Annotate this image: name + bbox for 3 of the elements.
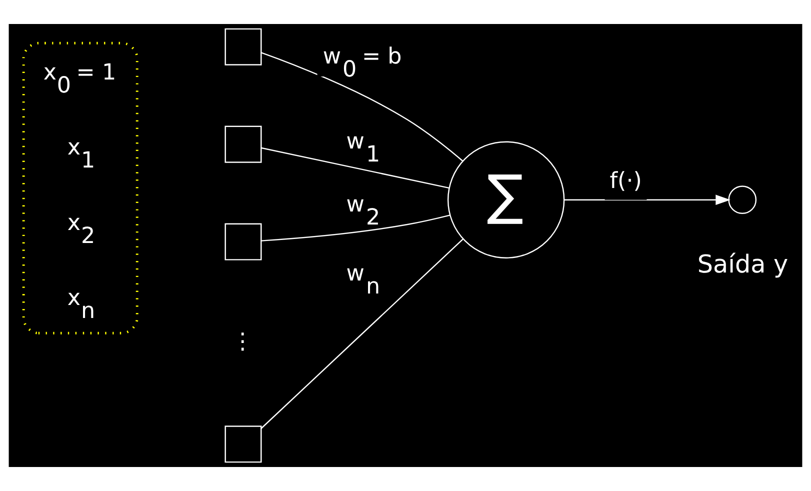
node-label: Saída y: [697, 250, 788, 279]
label: ⋮: [232, 328, 254, 354]
edge-label: f(·): [610, 168, 642, 194]
